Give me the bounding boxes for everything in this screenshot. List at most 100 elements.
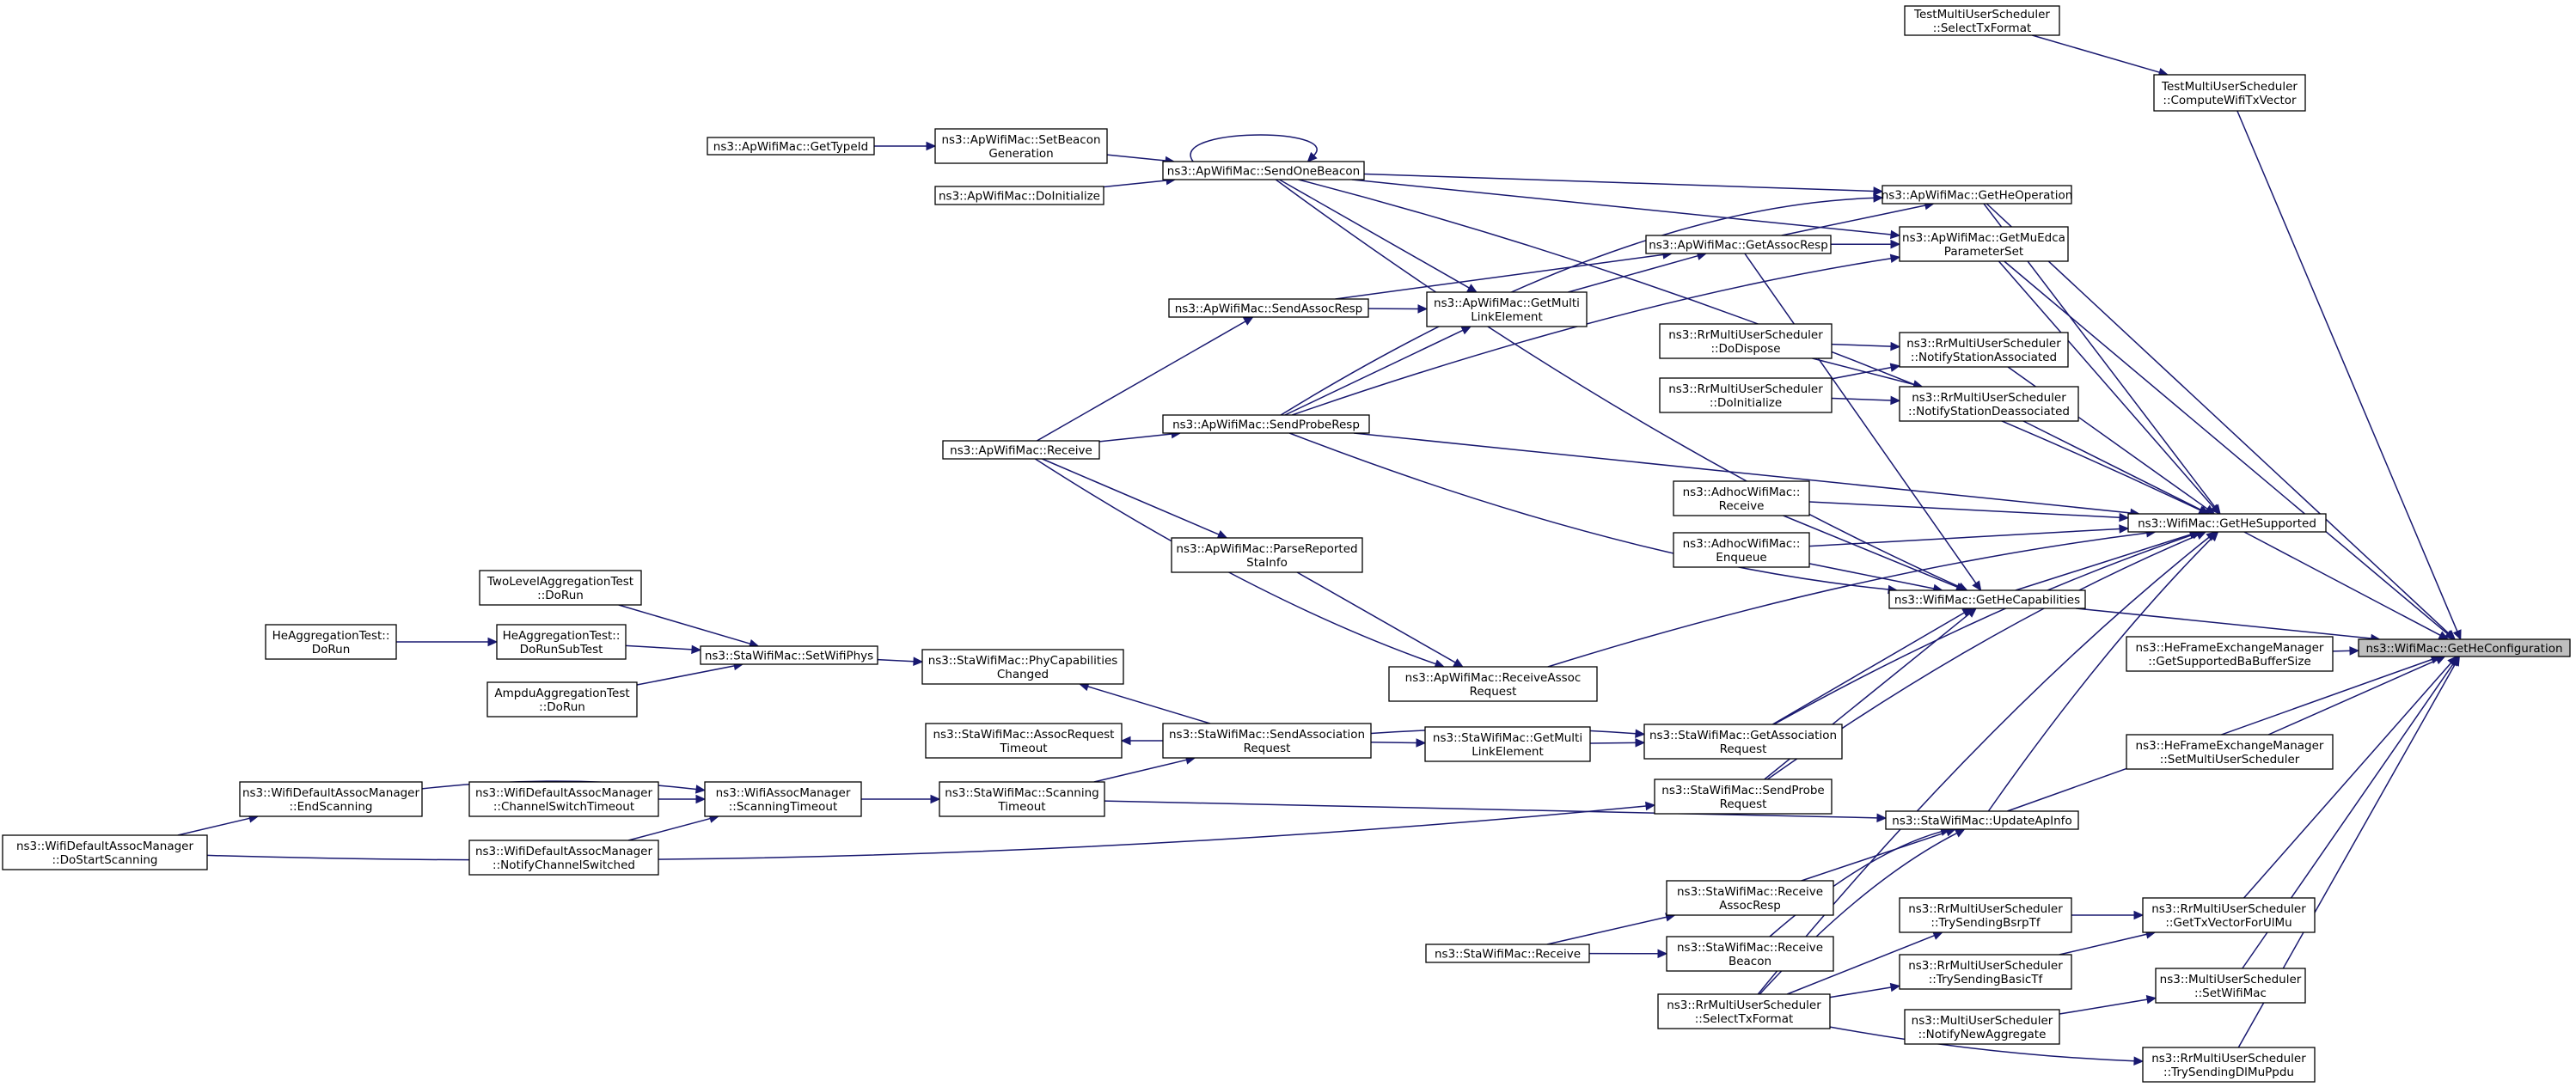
function-node[interactable]: ns3::ApWifiMac::GetHeOperation [1882,185,2073,205]
edge-line [1831,366,1892,380]
function-node[interactable]: ns3::RrMultiUserScheduler::NotifyStation… [1899,332,2069,368]
function-node[interactable]: ns3::RrMultiUserScheduler::DoInitialize [1659,377,1833,413]
node-box [939,781,1105,817]
node-label: ::DoRun [537,589,584,602]
call-edge [2022,420,2211,515]
node-label: ns3::StaWifiMac::UpdateApInfo [1892,815,2071,828]
function-node[interactable]: ns3::RrMultiUserScheduler::TrySendingDlM… [2142,1047,2316,1083]
function-node[interactable]: ns3::RrMultiUserScheduler::GetTxVectorFo… [2142,897,2316,933]
function-node[interactable]: ns3::MultiUserScheduler::SetWifiMac [2155,968,2306,1004]
edge-arrowhead [1890,229,1901,240]
focus-function-node[interactable]: ns3::WifiMac::GetHeConfiguration [2358,638,2571,657]
node-box [1388,666,1598,702]
node-label: ns3::RrMultiUserScheduler [1668,382,1823,396]
function-node[interactable]: ns3::WifiMac::GetHeCapabilities [1888,589,2086,609]
function-node[interactable]: ns3::WifiDefaultAssocManager::EndScannin… [239,781,423,817]
function-node[interactable]: TwoLevelAggregationTest::DoRun [479,570,642,606]
call-edge [1831,395,1901,406]
node-box [1904,1009,2060,1045]
node-label: ::NotifyChannelSwitched [493,858,635,872]
function-node[interactable]: AmpduAggregationTest::DoRun [486,681,638,718]
edge-arrowhead [691,644,702,655]
function-node[interactable]: ns3::WifiMac::GetHeSupported [2127,513,2327,533]
node-label: ns3::WifiAssocManager [716,786,851,800]
node-label: ::ChannelSwitchTimeout [493,800,634,814]
node-label: ns3::HeFrameExchangeManager [2136,641,2324,655]
function-node[interactable]: ns3::ApWifiMac::SendAssocResp [1168,298,1369,318]
node-label: ::NotifyStationDeassociated [1908,405,2070,418]
function-node[interactable]: ns3::StaWifiMac::Receive [1425,943,1590,963]
function-node[interactable]: ns3::WifiDefaultAssocManager::ChannelSwi… [468,781,659,817]
function-node[interactable]: ns3::RrMultiUserScheduler::TrySendingBas… [1899,954,2072,990]
function-node[interactable]: ns3::MultiUserScheduler::NotifyNewAggreg… [1904,1009,2060,1045]
edge-arrowhead [695,794,707,804]
function-node[interactable]: ns3::RrMultiUserScheduler::TrySendingBsr… [1899,897,2072,933]
function-node[interactable]: ns3::ApWifiMac::Receive [942,440,1100,460]
edge-line [1335,253,1664,300]
edge-line [1829,1026,2135,1062]
call-edge [1363,173,1884,196]
edge-arrowhead [1889,363,1901,372]
function-node[interactable]: ns3::HeFrameExchangeManager::GetSupporte… [2126,636,2334,672]
function-node[interactable]: ns3::WifiDefaultAssocManager::NotifyChan… [468,840,659,876]
function-node[interactable]: ns3::AdhocWifiMac::Receive [1673,480,1810,516]
function-node[interactable]: ns3::StaWifiMac::SetWifiPhys [700,645,878,665]
edge-arrowhead [2444,630,2456,640]
function-node[interactable]: ns3::StaWifiMac::UpdateApInfo [1885,810,2079,830]
edge-line [2076,608,2371,639]
function-node[interactable]: ns3::HeFrameExchangeManager::SetMultiUse… [2126,734,2334,770]
function-node[interactable]: ns3::ApWifiMac::SendOneBeacon [1162,161,1365,180]
edge-arrowhead [1417,304,1429,314]
function-node[interactable]: TestMultiUserScheduler::ComputeWifiTxVec… [2153,74,2306,112]
edge-line [2332,650,2351,652]
function-node[interactable]: ns3::StaWifiMac::ScanningTimeout [939,781,1105,817]
function-node[interactable]: ns3::WifiAssocManager::ScanningTimeout [704,781,862,817]
edge-line [1351,179,1892,235]
node-label: Request [1470,685,1517,699]
function-node[interactable]: ns3::ApWifiMac::SendProbeResp [1162,414,1370,434]
node-label: ::SetMultiUserScheduler [2160,753,2300,766]
node-box [934,128,1108,164]
function-node[interactable]: ns3::ApWifiMac::GetAssocResp [1645,235,1832,254]
call-edge [618,604,760,649]
edge-line [1769,830,1943,937]
edge-line [421,780,697,791]
node-label: ns3::ApWifiMac::DoInitialize [939,190,1100,204]
node-box [1673,532,1810,568]
function-node[interactable]: HeAggregationTest::DoRun [265,624,397,660]
function-node[interactable]: ns3::RrMultiUserScheduler::SelectTxForma… [1657,993,1831,1029]
edge-arrowhead [926,141,937,151]
edge-arrowhead [2133,910,2145,920]
function-node[interactable]: ns3::AdhocWifiMac::Enqueue [1673,532,1810,568]
function-node[interactable]: ns3::RrMultiUserScheduler::NotifyStation… [1899,386,2079,422]
node-box [921,649,1124,685]
function-node[interactable]: ns3::WifiDefaultAssocManager::DoStartSca… [2,834,208,870]
edge-line [2267,659,2438,736]
node-label: LinkElement [1471,310,1543,324]
function-node[interactable]: ns3::RrMultiUserScheduler::DoDispose [1659,323,1833,359]
edge-arrowhead [1889,982,1901,992]
node-box [1899,897,2072,933]
function-node[interactable]: TestMultiUserScheduler::SelectTxFormat [1904,5,2060,36]
function-node[interactable]: HeAggregationTest::DoRunSubTest [496,624,627,660]
node-label: ::DoInitialize [1710,396,1782,410]
call-edge [1757,531,2217,995]
edge-arrowhead [2119,512,2130,522]
call-edge [206,801,1656,861]
edge-line [1812,357,1914,386]
function-node[interactable]: ns3::ApWifiMac::GetTypeId [707,137,875,156]
function-node[interactable]: ns3::ApWifiMac::DoInitialize [934,186,1104,205]
